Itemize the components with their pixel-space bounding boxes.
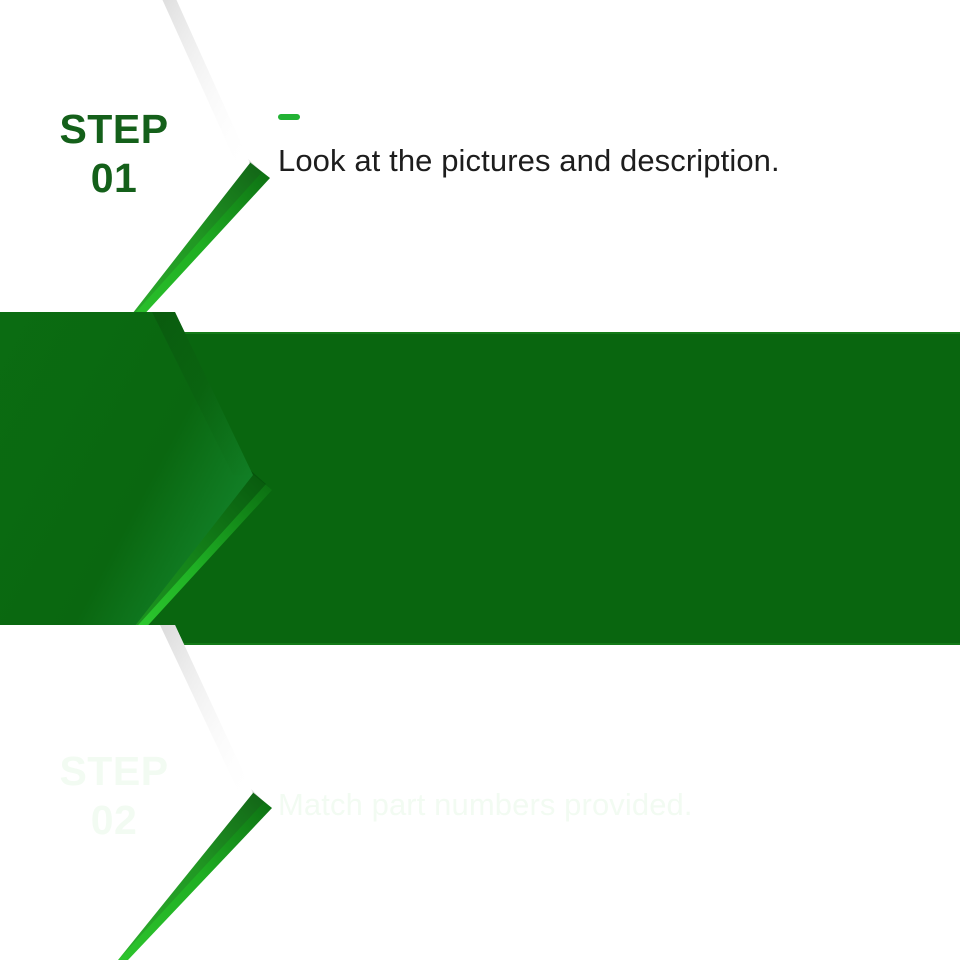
step-body-01: Look at the pictures and description. (278, 114, 930, 182)
chevron-shadow (98, 470, 266, 645)
band-edge-top (0, 332, 960, 334)
chevron-bevel (152, 312, 253, 475)
step-number-02: 02 (90, 796, 138, 843)
step-row-02: STEP 02 Match part numbers provided. (0, 312, 960, 841)
chevron-stripe (98, 472, 272, 645)
step-word-02: STEP (59, 748, 169, 794)
chevron-arrow-icon (0, 312, 272, 645)
step-text-02: Match part numbers provided. (278, 787, 693, 822)
step-row-01: STEP 01 Look at the pictures and descrip… (0, 0, 960, 332)
step-word-01: STEP (59, 106, 169, 152)
accent-dash-icon-01 (278, 114, 300, 120)
step-label-02: STEP 02 (48, 750, 180, 841)
step-body-02: Match part numbers provided. (278, 784, 930, 826)
step-number-01: 01 (90, 154, 138, 201)
chevron-plate (0, 312, 253, 645)
chevron-graphic-02 (0, 312, 300, 645)
band-edge-bottom (0, 643, 960, 645)
step-text-01: Look at the pictures and description. (278, 143, 780, 178)
step-label-01: STEP 01 (48, 108, 180, 199)
